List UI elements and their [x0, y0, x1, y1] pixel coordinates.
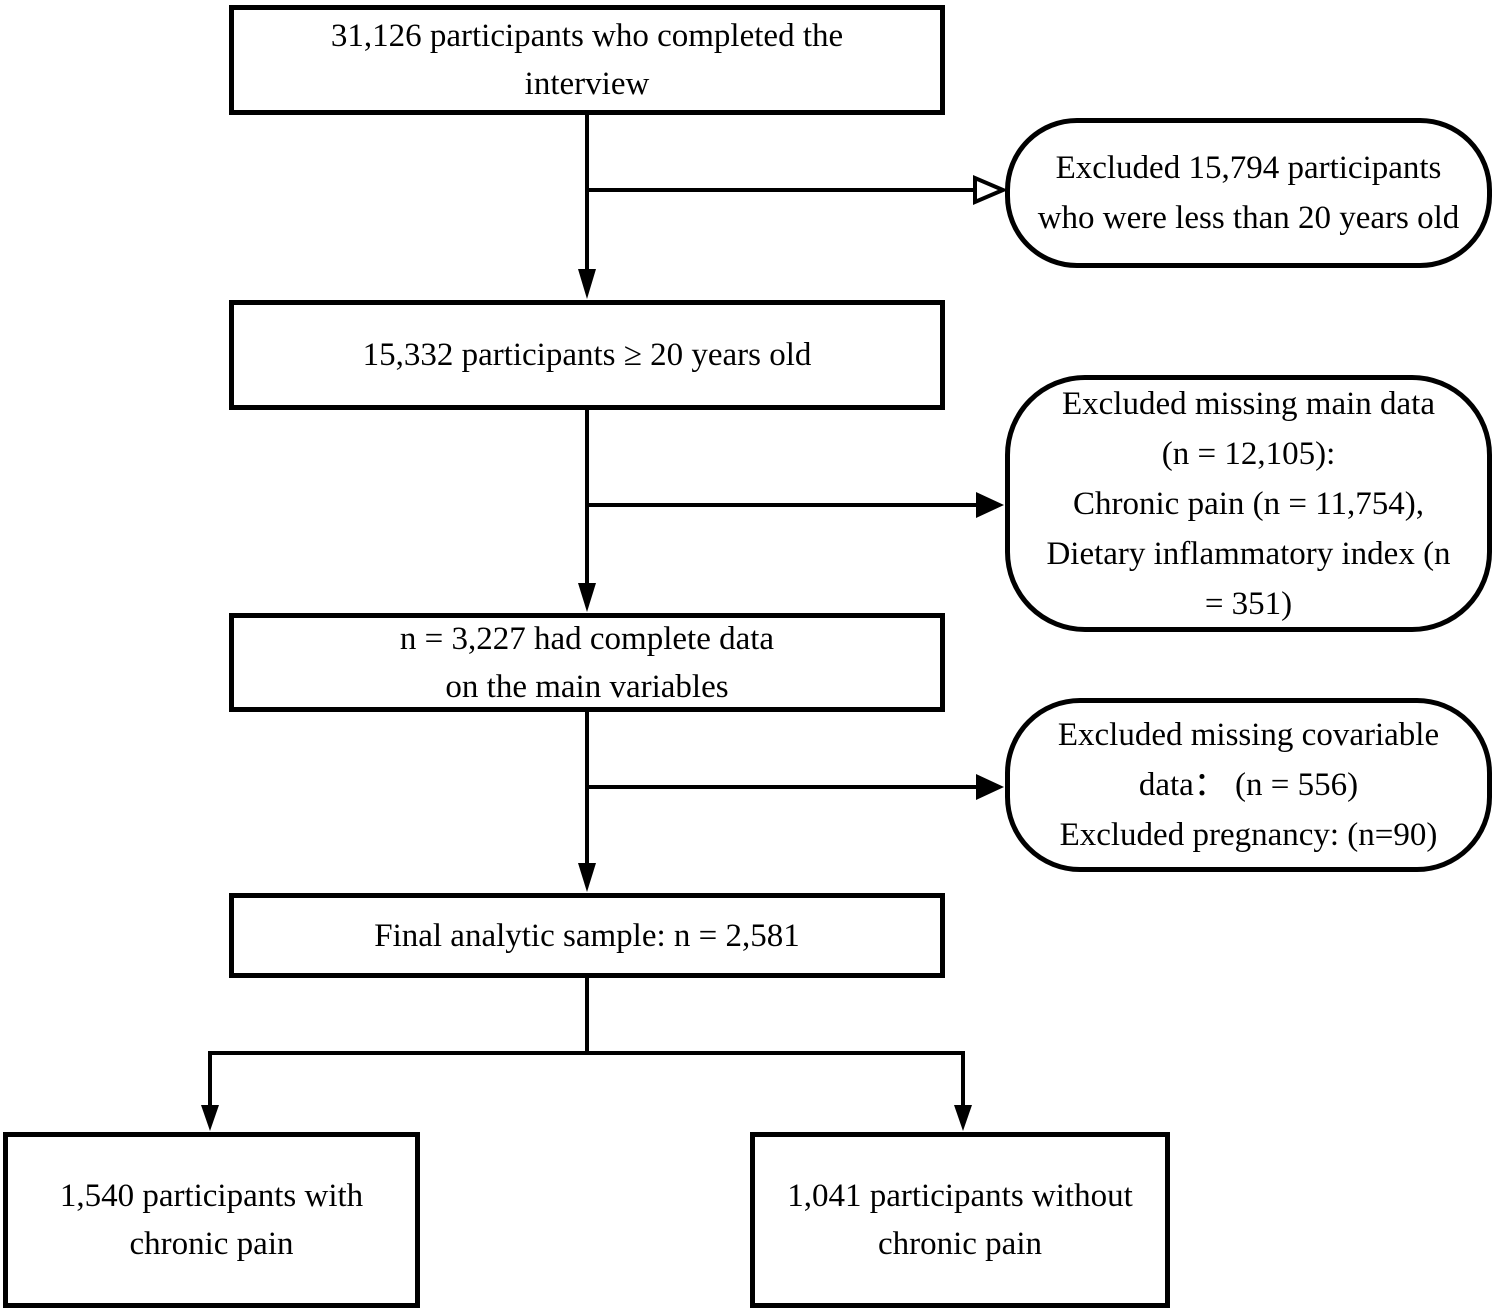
node-age-20-plus: 15,332 participants ≥ 20 years old: [229, 300, 945, 410]
arrowhead-into-excluded-main: [976, 492, 1004, 518]
node-excluded-covariables: Excluded missing covariable data： (n = 5…: [1005, 698, 1492, 872]
arrowhead-into-excluded-covariable: [976, 774, 1004, 800]
node-excluded-age: Excluded 15,794 participants who were le…: [1005, 118, 1492, 268]
open-arrowhead-into-excluded-age: [973, 174, 1009, 206]
node-completed-interview: 31,126 participants who completed the in…: [229, 5, 945, 115]
node-with-chronic-pain: 1,540 participants with chronic pain: [3, 1132, 420, 1308]
node-final-sample: Final analytic sample: n = 2,581: [229, 893, 945, 978]
arrowhead-into-final-box: [578, 863, 596, 892]
node-complete-main-data: n = 3,227 had complete data on the main …: [229, 613, 945, 712]
arrowhead-into-no-chronic-pain-box: [954, 1105, 972, 1131]
node-excluded-missing-main: Excluded missing main data (n = 12,105):…: [1005, 375, 1492, 632]
node-without-chronic-pain: 1,041 participants without chronic pain: [750, 1132, 1170, 1308]
arrowhead-into-chronic-pain-box: [201, 1105, 219, 1131]
arrowhead-into-age-box: [578, 269, 596, 299]
arrowhead-into-maindata-box: [578, 583, 596, 612]
